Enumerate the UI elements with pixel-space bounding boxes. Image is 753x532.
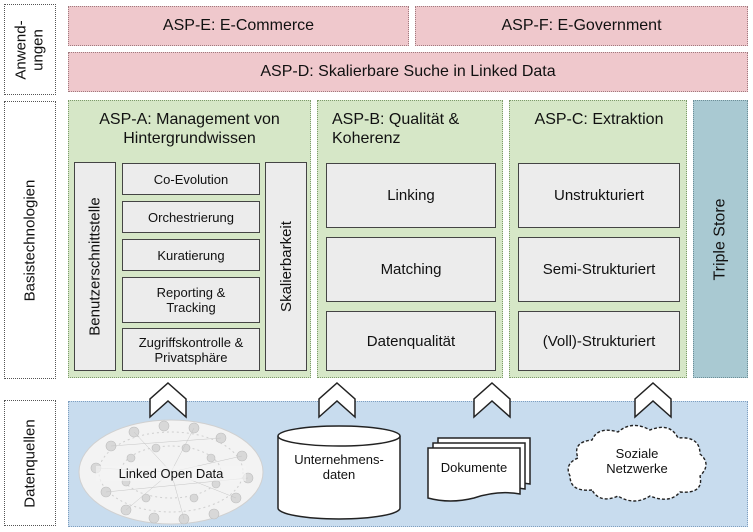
database-cylinder-icon: [277, 425, 401, 520]
asp-c-title: ASP-C: Extraktion: [534, 111, 664, 128]
row-label-anwendungen: Anwend- ungen: [4, 4, 56, 95]
zugriffskontrolle-box: Zugriffskontrolle & Privatsphäre: [122, 328, 260, 371]
social-network-cloud-icon: [567, 424, 707, 502]
unternehmensdaten-label: Unternehmens- daten: [294, 452, 384, 482]
matching-box: Matching: [326, 237, 496, 302]
asp-d-box: ASP-D: Skalierbare Suche in Linked Data: [68, 52, 748, 92]
asp-a-title: ASP-A: Management von Hintergrundwissen: [99, 111, 280, 147]
soziale-netzwerke-label: Soziale Netzwerke: [606, 446, 668, 476]
asp-a-panel: ASP-A: Management von Hintergrundwissen …: [68, 100, 311, 378]
dokumente-label: Dokumente: [440, 460, 508, 475]
linked-open-data-label: Linked Open Data: [96, 466, 246, 481]
semi-strukturiert-box: Semi-Strukturiert: [518, 237, 680, 302]
benutzerschnittstelle-box: Benutzerschnittstelle: [74, 162, 116, 371]
arrow-up-icon: [318, 381, 356, 419]
triple-store-box: Triple Store: [693, 100, 748, 378]
kuratierung-box: Kuratierung: [122, 239, 260, 271]
row-label-basistechnologien: Basistechnologien: [4, 101, 56, 379]
triple-store-label: Triple Store: [712, 197, 730, 281]
unstrukturiert-box: Unstrukturiert: [518, 163, 680, 228]
asp-e-box: ASP-E: E-Commerce: [68, 6, 409, 46]
benutzerschnittstelle-label: Benutzerschnittstelle: [86, 197, 104, 336]
row-label-basistechnologien-text: Basistechnologien: [21, 179, 39, 301]
asp-f-box: ASP-F: E-Government: [415, 6, 748, 46]
skalierbarkeit-label: Skalierbarkeit: [277, 221, 295, 312]
arrow-up-icon: [473, 381, 511, 419]
linking-box: Linking: [326, 163, 496, 228]
row-label-datenquellen-text: Datenquellen: [21, 418, 39, 508]
voll-strukturiert-box: (Voll)-Strukturiert: [518, 311, 680, 371]
arrow-up-icon: [149, 381, 187, 419]
orchestrierung-box: Orchestrierung: [122, 201, 260, 233]
datenqualitaet-box: Datenqualität: [326, 311, 496, 371]
row-label-anwendungen-text: Anwend- ungen: [13, 19, 48, 80]
documents-icon: [427, 437, 531, 502]
co-evolution-box: Co-Evolution: [122, 163, 260, 195]
arrow-up-icon: [634, 381, 672, 419]
asp-c-panel: ASP-C: Extraktion Unstrukturiert Semi-St…: [509, 100, 687, 378]
reporting-tracking-box: Reporting & Tracking: [122, 277, 260, 323]
row-label-datenquellen: Datenquellen: [4, 400, 56, 526]
skalierbarkeit-box: Skalierbarkeit: [265, 162, 307, 371]
asp-b-panel: ASP-B: Qualität & Koherenz Linking Match…: [317, 100, 503, 378]
asp-b-title: ASP-B: Qualität & Koherenz: [332, 111, 460, 147]
